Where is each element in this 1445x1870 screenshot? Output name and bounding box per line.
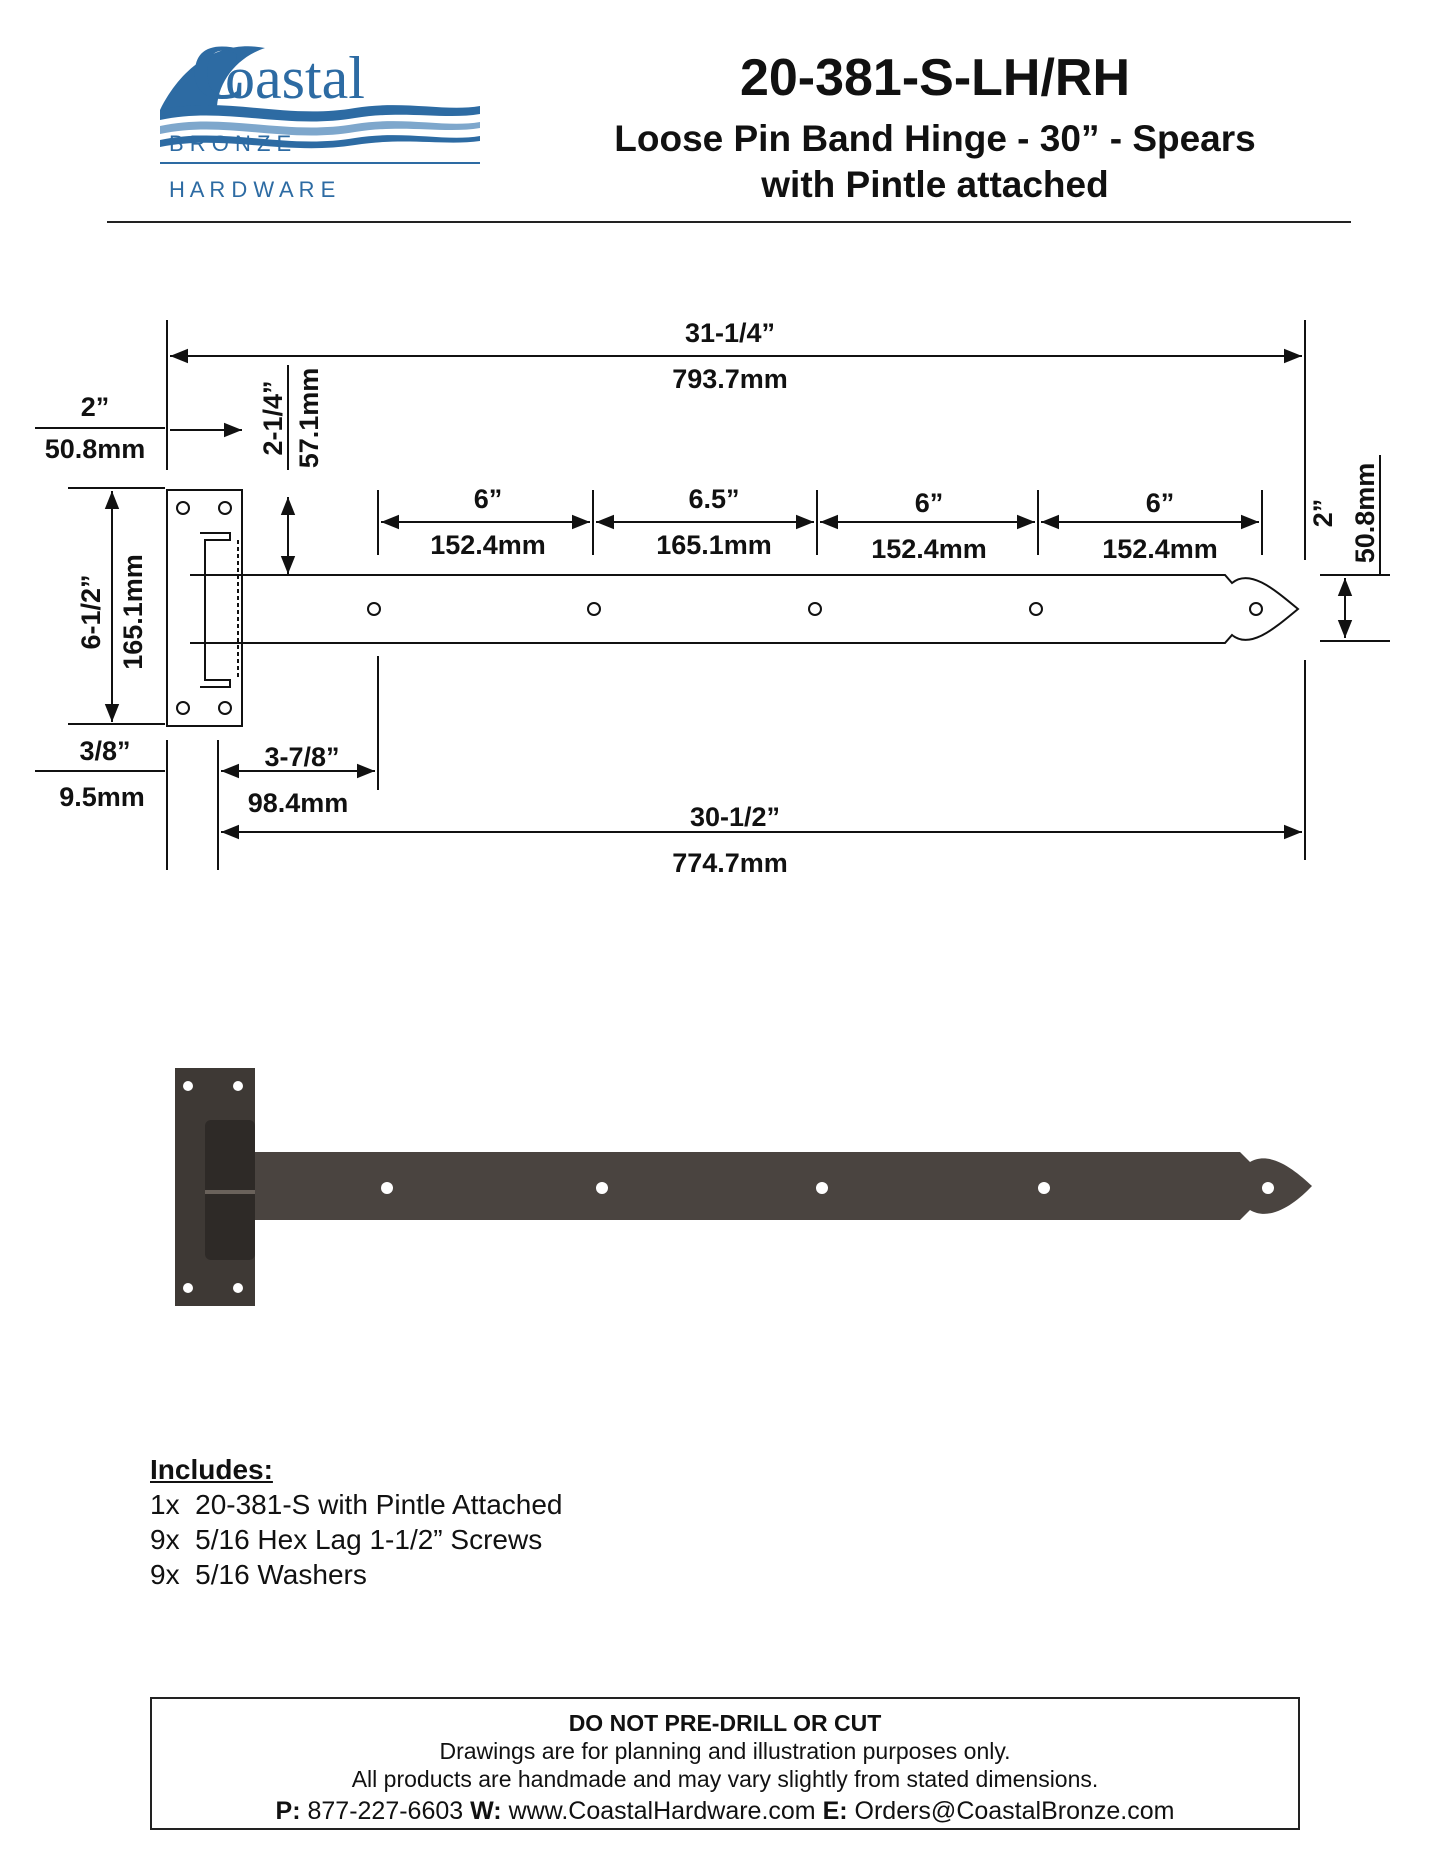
product-name: Loose Pin Band Hinge - 30” - Spears with…: [560, 116, 1310, 208]
strap-outline: [190, 574, 1300, 644]
dim-strap-length-in: 30-1/2”: [690, 802, 780, 832]
dim-first-hole-mm: 98.4mm: [248, 788, 349, 818]
disclaimer-heading: DO NOT PRE-DRILL OR CUT: [568, 1710, 882, 1736]
dim-hole1-in: 6”: [474, 484, 503, 514]
dim-gap-in: 3/8”: [79, 736, 130, 766]
dim-plate-height-mm: 165.1mm: [118, 554, 148, 670]
dim-plate-width-mm: 50.8mm: [45, 434, 146, 464]
product-code: 20-381-S-LH/RH: [739, 49, 1131, 107]
technical-drawing: 31-1/4” 793.7mm 2” 50.8mm 2-1/4” 57.1mm …: [35, 318, 1390, 1306]
email-link[interactable]: Orders@CoastalBronze.com: [854, 1797, 1175, 1825]
list-item: 1x 20-381-S with Pintle Attached: [150, 1487, 562, 1522]
web-label: W:: [470, 1797, 502, 1825]
list-item: 9x 5/16 Washers: [150, 1557, 562, 1592]
dim-hole2-mm: 165.1mm: [656, 530, 772, 560]
pintle-outline: [200, 532, 231, 688]
hinge-photo: [175, 1068, 1312, 1306]
item-qty: 1x: [150, 1489, 180, 1520]
dim-strap-width-in: 2”: [1308, 499, 1338, 528]
item-desc: 20-381-S with Pintle Attached: [195, 1489, 563, 1520]
product-name-line2: with Pintle attached: [761, 164, 1109, 205]
item-qty: 9x: [150, 1524, 180, 1555]
disclaimer-line2: All products are handmade and may vary s…: [351, 1766, 1099, 1792]
dim-plate-width-in: 2”: [81, 392, 110, 422]
includes-title: Includes:: [150, 1454, 273, 1485]
disclaimer-line1: Drawings are for planning and illustrati…: [439, 1738, 1011, 1764]
item-desc: 5/16 Hex Lag 1-1/2” Screws: [195, 1524, 543, 1555]
dim-gap-mm: 9.5mm: [59, 782, 145, 812]
item-desc: 5/16 Washers: [195, 1559, 367, 1590]
web-link[interactable]: www.CoastalHardware.com: [508, 1797, 816, 1825]
dim-plate-height-in: 6-1/2”: [76, 574, 106, 649]
includes-list: Includes: 1x 20-381-S with Pintle Attach…: [150, 1452, 562, 1592]
plate-outline: [166, 489, 243, 727]
logo-hardware: H A R D W A R E: [169, 177, 335, 202]
dim-strap-length-mm: 774.7mm: [672, 848, 788, 878]
dim-hole4-in: 6”: [1146, 488, 1175, 518]
disclaimer-box: DO NOT PRE-DRILL OR CUT Drawings are for…: [150, 1697, 1300, 1830]
logo-initial: C: [191, 40, 247, 115]
list-item: 9x 5/16 Hex Lag 1-1/2” Screws: [150, 1522, 562, 1557]
dim-hole3-mm: 152.4mm: [871, 534, 987, 564]
wave-logo-icon: C oastal B R O N Z E H A R D W A R E: [160, 28, 480, 202]
header-rule: [107, 221, 1351, 223]
dim-hole4-mm: 152.4mm: [1102, 534, 1218, 564]
logo-bronze: B R O N Z E: [169, 131, 291, 156]
brand-logo: C oastal B R O N Z E H A R D W A R E: [155, 28, 485, 205]
phone-link[interactable]: 877-227-6603: [307, 1797, 464, 1825]
dim-hole1-mm: 152.4mm: [430, 530, 546, 560]
product-name-line1: Loose Pin Band Hinge - 30” - Spears: [614, 118, 1256, 159]
dim-hole2-in: 6.5”: [688, 484, 739, 514]
dim-pintle-offset-in: 2-1/4”: [258, 380, 288, 455]
contact-line: P: 877-227-6603 W: www.CoastalHardware.c…: [152, 1797, 1298, 1825]
dim-overall-mm: 793.7mm: [672, 364, 788, 394]
dim-strap-width-mm: 50.8mm: [1350, 463, 1380, 564]
dim-overall-in: 31-1/4”: [685, 318, 775, 348]
email-label: E:: [822, 1797, 848, 1825]
dim-first-hole-in: 3-7/8”: [264, 742, 339, 772]
phone-label: P:: [275, 1797, 301, 1825]
dim-pintle-offset-mm: 57.1mm: [294, 368, 324, 469]
logo-word: oastal: [225, 45, 365, 111]
item-qty: 9x: [150, 1559, 180, 1590]
dim-hole3-in: 6”: [915, 488, 944, 518]
